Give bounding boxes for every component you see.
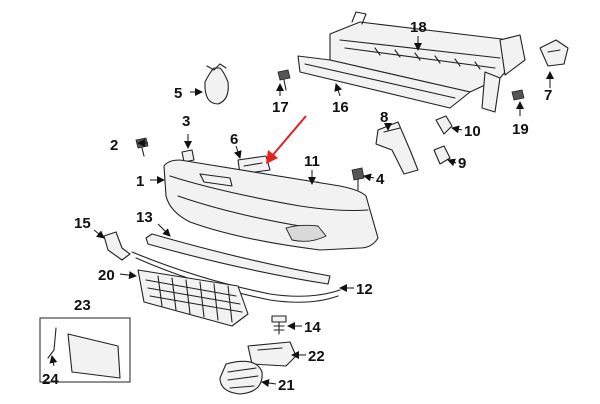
callout-9: 9 bbox=[458, 155, 466, 172]
callout-17: 17 bbox=[272, 99, 289, 116]
bag-part bbox=[204, 63, 229, 105]
callout-2: 2 bbox=[110, 137, 118, 154]
callout-15: 15 bbox=[74, 215, 91, 232]
callout-11: 11 bbox=[304, 153, 320, 170]
bolt-14-part bbox=[271, 315, 287, 335]
leader-lines bbox=[49, 36, 554, 387]
spoiler-13-part bbox=[145, 233, 331, 285]
callout-14: 14 bbox=[304, 319, 321, 336]
screw-2-part bbox=[135, 137, 149, 157]
bolt-4-part bbox=[351, 167, 365, 191]
sensor-10-part bbox=[435, 115, 453, 135]
molding-12-part bbox=[131, 251, 341, 303]
callout-3: 3 bbox=[182, 113, 190, 130]
license-bracket-box bbox=[39, 317, 131, 383]
callout-7: 7 bbox=[544, 87, 552, 104]
callout-23: 23 bbox=[74, 297, 91, 314]
bolt-17-part bbox=[277, 69, 291, 91]
energy-absorber-part bbox=[297, 55, 471, 109]
callout-8: 8 bbox=[380, 109, 388, 126]
callout-21: 21 bbox=[278, 377, 295, 394]
bumper-cover-part bbox=[163, 159, 379, 251]
callout-13: 13 bbox=[136, 209, 153, 226]
callout-5: 5 bbox=[174, 85, 182, 102]
callout-6: 6 bbox=[230, 131, 238, 148]
bracket-8-part bbox=[375, 121, 419, 175]
callout-16: 16 bbox=[332, 99, 349, 116]
callout-19: 19 bbox=[512, 121, 529, 138]
callout-12: 12 bbox=[356, 281, 373, 298]
callout-18: 18 bbox=[410, 19, 427, 36]
fog-grille-part bbox=[219, 360, 263, 395]
bracket-22-part bbox=[247, 341, 297, 367]
callout-22: 22 bbox=[308, 348, 325, 365]
callout-1: 1 bbox=[136, 173, 144, 190]
callout-4: 4 bbox=[376, 171, 385, 188]
lower-grille-part bbox=[137, 269, 249, 327]
bolt-19-part bbox=[511, 89, 525, 101]
bracket-15-part bbox=[103, 231, 131, 261]
callout-24: 24 bbox=[42, 371, 59, 388]
cover-cap-part bbox=[539, 39, 569, 67]
callout-labels: 18 7 5 17 16 19 2 3 6 8 10 9 11 4 1 15 1… bbox=[42, 19, 552, 394]
callout-10: 10 bbox=[464, 123, 481, 140]
sensor-9-part bbox=[433, 145, 451, 165]
callout-20: 20 bbox=[98, 267, 115, 284]
highlight-arrow bbox=[266, 115, 307, 164]
